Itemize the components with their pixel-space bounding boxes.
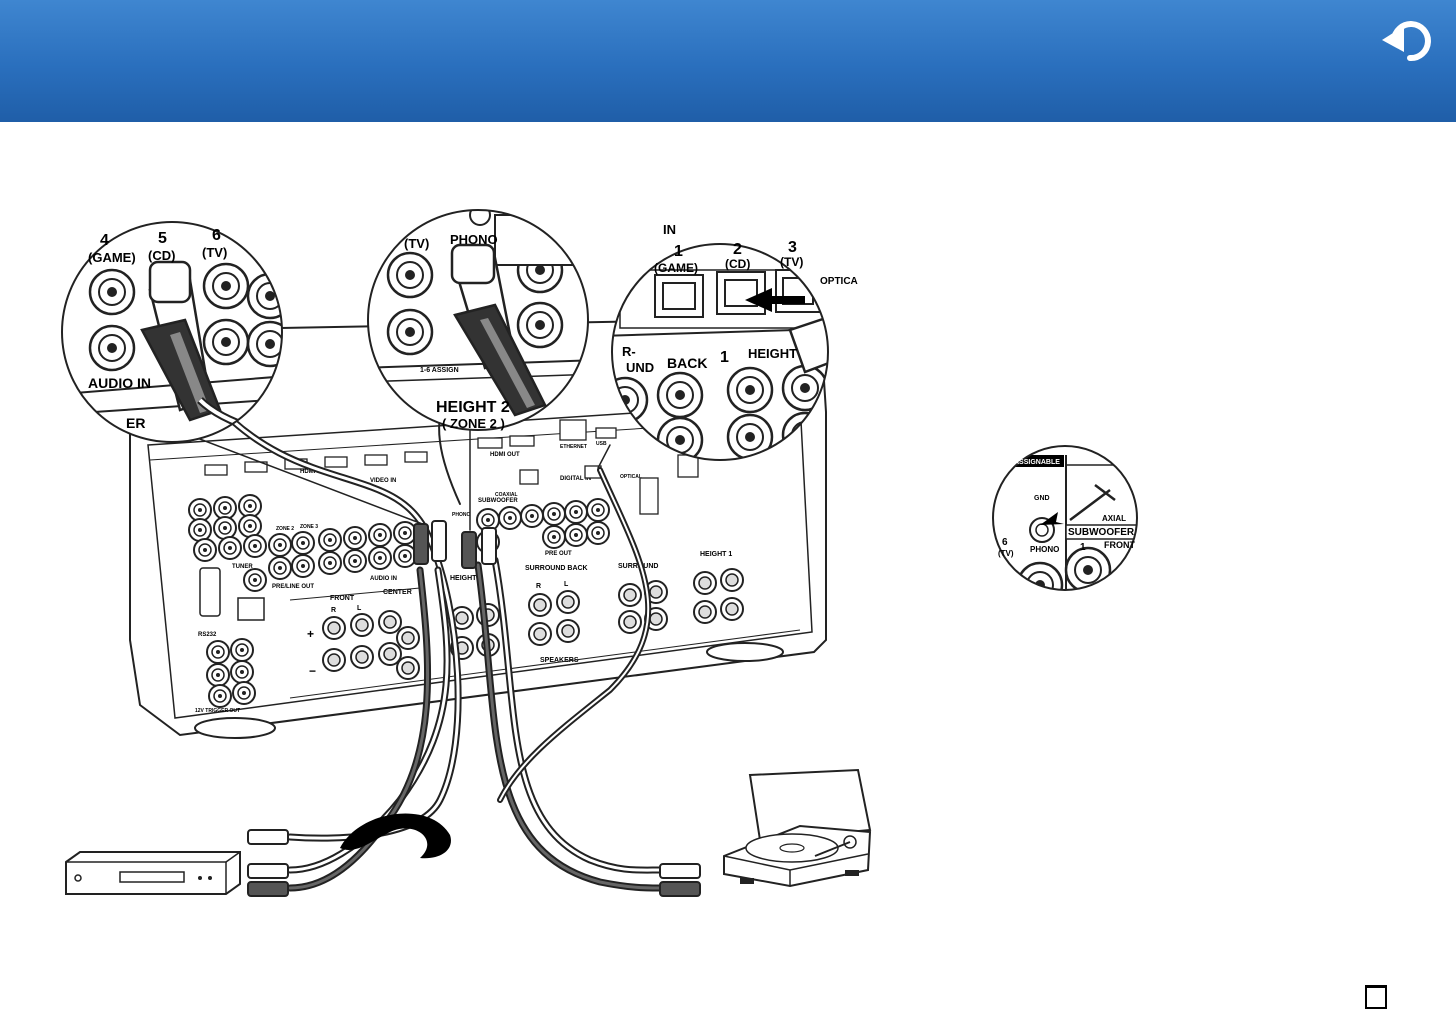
usb-label: USB: [596, 441, 607, 447]
optical-label: OPTICAL: [620, 474, 642, 480]
connection-diagram: HDMI IN HDMI OUT ETHERNET USB VIDEO IN D…: [0, 122, 1456, 1002]
zoom4-subwoofer: SUBWOOFER: [1068, 527, 1135, 538]
zone2-label: ZONE 2: [276, 526, 294, 532]
zoom1-cd: (CD): [148, 248, 175, 263]
zoom4-gnd: GND: [1034, 495, 1050, 502]
tuner-label: TUNER: [232, 564, 253, 570]
zoom4-axial: AXIAL: [1102, 514, 1126, 523]
zoom2-tv: (TV): [404, 236, 429, 251]
zoom3-und: UND: [626, 360, 654, 375]
plus-sign: +: [307, 627, 314, 641]
zoom1-num6: 6: [212, 227, 221, 244]
zoom3-round: R-: [622, 344, 636, 359]
video-in-label: VIDEO IN: [370, 478, 396, 484]
zoom1-game: (GAME): [88, 250, 136, 265]
height1-label: HEIGHT 1: [700, 551, 732, 558]
ethernet-label: ETHERNET: [560, 444, 587, 450]
subwoofer-label: SUBWOOFER: [478, 498, 518, 504]
zoom-optical: IN 1 (GAME) 2 (CD) 3 (TV) OPTICA R- UND …: [611, 222, 858, 461]
minus-sign: −: [309, 664, 316, 678]
hdmi-out-label: HDMI OUT: [490, 452, 520, 458]
turntable-device: [723, 768, 872, 888]
zoom3-num3: 3: [788, 239, 797, 256]
zoom4-one: 1: [1080, 542, 1086, 553]
zoom3-game: (GAME): [654, 261, 698, 275]
zoom3-cd: (CD): [725, 257, 750, 271]
digital-in-label: DIGITAL IN: [560, 476, 591, 482]
audio-in-label: AUDIO IN: [370, 576, 397, 582]
cd-player-device: [65, 851, 241, 895]
zoom3-one: 1: [720, 349, 729, 366]
speakers-label: SPEAKERS: [540, 657, 579, 664]
pre-line-out-label: PRE/LINE OUT: [272, 584, 314, 590]
rca-plugs: [247, 520, 701, 897]
trigger-out-label: 12V TRIGGER OUT: [195, 708, 240, 714]
zoom4-front: FRONT: [1104, 540, 1135, 550]
zoom-gnd: ASSIGNABLE GND 6 (TV) PHONO SUBWOOFER 1 …: [992, 445, 1138, 591]
zoom1-audio-in: AUDIO IN: [88, 375, 151, 391]
zoom3-tv: (TV): [780, 255, 803, 269]
sb-r-label: R: [536, 583, 541, 590]
front-r-label: R: [331, 607, 336, 614]
coaxial-label: COAXIAL: [495, 492, 518, 498]
height2-receiver-label: HEIGHT 2: [450, 575, 482, 582]
surround-back-label: SURROUND BACK: [525, 565, 588, 572]
front-label: FRONT: [330, 595, 355, 602]
zoom3-height: HEIGHT: [748, 346, 797, 361]
zoom4-six: 6: [1002, 537, 1008, 548]
zoom3-back: BACK: [667, 355, 707, 371]
zoom-audio-in: 4 (GAME) 5 (CD) 6 (TV) AUDIO IN ER: [61, 221, 283, 443]
zoom2-assign: 1-6 ASSIGN: [420, 367, 459, 374]
swirl-mark: [340, 813, 451, 859]
front-l-label: L: [357, 605, 362, 612]
hdmi-in-label: HDMI IN: [300, 469, 323, 475]
zoom2-phono: PHONO: [450, 232, 498, 247]
zoom3-optical: OPTICA: [820, 276, 858, 287]
zoom1-tv: (TV): [202, 245, 227, 260]
cables: [149, 389, 664, 892]
zoom1-num4: 4: [100, 232, 109, 249]
zoom2-zone2: ( ZONE 2 ): [442, 416, 505, 431]
zoom1-num5: 5: [158, 230, 167, 247]
zoom3-in: IN: [663, 222, 676, 237]
return-arrow-icon: [1382, 21, 1431, 62]
zoom4-assignable: ASSIGNABLE: [1014, 459, 1060, 466]
sb-l-label: L: [564, 581, 569, 588]
zoom3-num2: 2: [733, 241, 742, 258]
zone3-label: ZONE 3: [300, 524, 318, 530]
pre-out-label: PRE OUT: [545, 551, 572, 557]
page-square-icon: [1365, 985, 1387, 1009]
zoom3-num1: 1: [674, 243, 683, 260]
back-button[interactable]: [1380, 18, 1440, 68]
header-bar: [0, 0, 1456, 122]
rs232-label: RS232: [198, 632, 217, 638]
zoom4-tv: (TV): [998, 549, 1014, 558]
zoom2-height2: HEIGHT 2: [436, 399, 510, 416]
center-label: CENTER: [383, 589, 412, 596]
zoom1-er: ER: [126, 415, 145, 431]
phono-label: PHONO: [452, 512, 470, 518]
zoom4-phono: PHONO: [1030, 545, 1059, 554]
